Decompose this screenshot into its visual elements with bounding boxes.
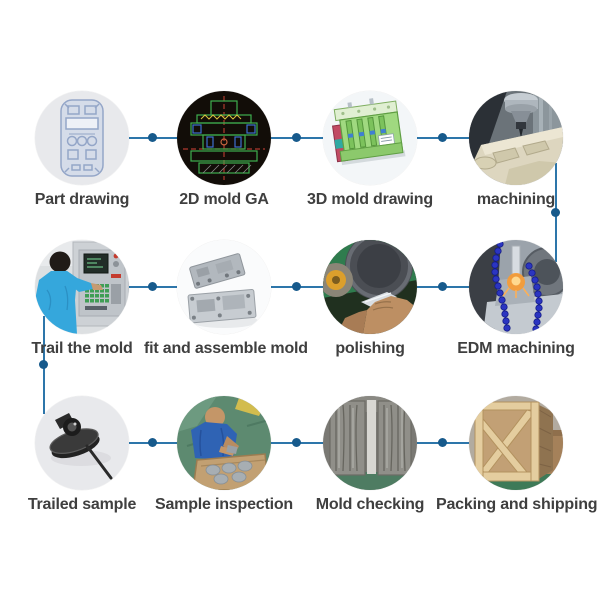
connector-dot-r2-c — [438, 282, 447, 291]
mold-checking-image — [323, 396, 417, 490]
3d-mold-drawing-image — [323, 91, 417, 185]
step-label-packing-and-shipping: Packing and shipping — [436, 496, 598, 513]
step-label-fit-and-assemble-mold: fit and assemble mold — [144, 340, 308, 357]
connector-dot-r3-a — [148, 438, 157, 447]
step-label-sample-inspection: Sample inspection — [155, 496, 293, 513]
step-label-edm-machining: EDM machining — [457, 340, 575, 357]
fit-and-assemble-mold-image — [177, 240, 271, 334]
step-label-machining: machining — [476, 191, 556, 208]
step-mold-checking: Mold checking — [290, 396, 450, 514]
step-polishing: polishing — [290, 240, 450, 358]
step-label-trailed-sample: Trailed sample — [27, 496, 137, 513]
step-sample-inspection: Sample inspection — [144, 396, 304, 514]
step-label-part-drawing: Part drawing — [34, 191, 130, 208]
step-label-trail-the-mold: Trail the mold — [31, 340, 133, 357]
edm-machining-image — [469, 240, 563, 334]
connector-dot-r2-b — [292, 282, 301, 291]
polishing-image — [323, 240, 417, 334]
step-2d-mold-ga: 2D mold GA — [144, 91, 304, 209]
step-label-mold-checking: Mold checking — [315, 496, 425, 513]
step-label-3d-mold-drawing: 3D mold drawing — [307, 191, 433, 208]
step-label-polishing: polishing — [335, 340, 405, 357]
connector-dot-r3-c — [438, 438, 447, 447]
step-machining: machining — [436, 91, 596, 209]
part-drawing-image — [35, 91, 129, 185]
packing-and-shipping-image — [469, 396, 563, 490]
connector-dot-r2-a — [148, 282, 157, 291]
machining-image — [469, 91, 563, 185]
step-trailed-sample: Trailed sample — [2, 396, 162, 514]
connector-dot-r1-b — [292, 133, 301, 142]
step-trail-the-mold: Trail the mold — [2, 240, 162, 358]
step-edm-machining: EDM machining — [436, 240, 596, 358]
connector-dot-r1-c — [438, 133, 447, 142]
connector-dot-left-vertical — [39, 360, 48, 369]
2d-mold-ga-image — [177, 91, 271, 185]
step-fit-and-assemble-mold: fit and assemble mold — [144, 240, 308, 358]
step-packing-and-shipping: Packing and shipping — [436, 396, 598, 514]
connector-dot-right-vertical — [551, 208, 560, 217]
step-label-2d-mold-ga: 2D mold GA — [179, 191, 269, 208]
step-3d-mold-drawing: 3D mold drawing — [290, 91, 450, 209]
trailed-sample-image — [35, 396, 129, 490]
step-part-drawing: Part drawing — [2, 91, 162, 209]
connector-dot-r1-a — [148, 133, 157, 142]
sample-inspection-image — [177, 396, 271, 490]
connector-dot-r3-b — [292, 438, 301, 447]
trail-the-mold-image — [35, 240, 129, 334]
